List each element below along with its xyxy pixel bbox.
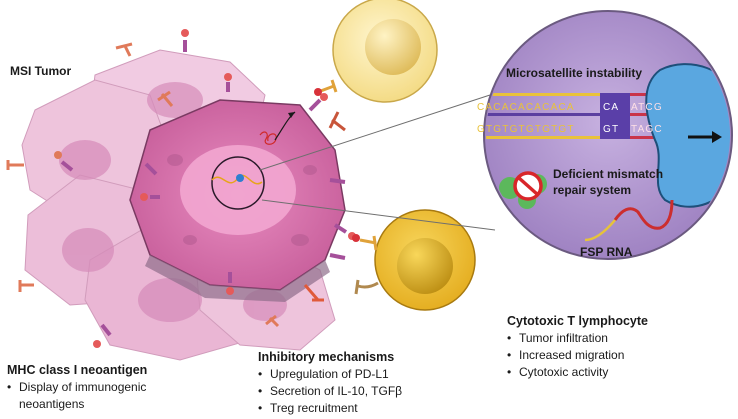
dna-top-insert: CA [603,102,619,113]
tumor-label: MSI Tumor [10,64,72,78]
cytotoxic-item: Cytotoxic activity [507,364,648,381]
chromatin-circle [211,156,265,210]
tumor-nucleus [180,145,296,235]
rna-squiggle [259,131,277,145]
cytotoxic-title: Cytotoxic T lymphocyte [507,314,648,328]
microsatellite-label: Microsatellite instability [506,66,643,80]
inhibitory-item: Treg recruitment [258,400,402,417]
mhc-title: MHC class I neoantigen [7,363,148,377]
t-cell-upper [314,0,438,103]
dna-top-tail: ATCG [631,102,663,113]
mhc-list: Display of immunogenic neoantigens [7,379,169,413]
t-cell-lower [352,209,476,311]
cytotoxic-list: Tumor infiltration Increased migration C… [507,330,648,381]
mhc-block: MHC class I neoantigen Display of immuno… [7,362,169,413]
cytotoxic-item: Tumor infiltration [507,330,648,347]
dna-bottom-tail: TAGC [631,124,663,135]
zoom-connector [259,94,496,231]
dna-bottom-repeat: GTGTGTGTGTGT [477,124,575,135]
pdl1-marker [115,42,133,57]
deficient-label-line2: repair system [553,183,632,197]
zoom-circle [483,10,733,260]
deficient-enzyme-icon [499,171,547,209]
deficient-label-line1: Deficient mismatch [553,167,664,181]
cytotoxic-block: Cytotoxic T lymphocyte Tumor infiltratio… [507,313,648,381]
inhibitory-block: Inhibitory mechanisms Upregulation of PD… [258,349,402,417]
inhibitory-title: Inhibitory mechanisms [258,350,395,364]
main-tumor-cell [129,99,346,302]
inhibitory-item: Upregulation of PD-L1 [258,366,402,383]
ribosome-shape [645,63,730,208]
rna-strand [613,199,674,230]
dna-bottom-insert: GT [603,124,619,135]
cytotoxic-item: Increased migration [507,347,648,364]
dna-top-repeat: CACACACACACA [477,102,575,113]
inhibitory-list: Upregulation of PD-L1 Secretion of IL-10… [258,366,402,417]
inhibitory-item: Secretion of IL-10, TGFβ [258,383,402,400]
mhc-item: Display of immunogenic neoantigens [7,379,169,413]
fsp-rna-label: FSP RNA [580,245,633,259]
